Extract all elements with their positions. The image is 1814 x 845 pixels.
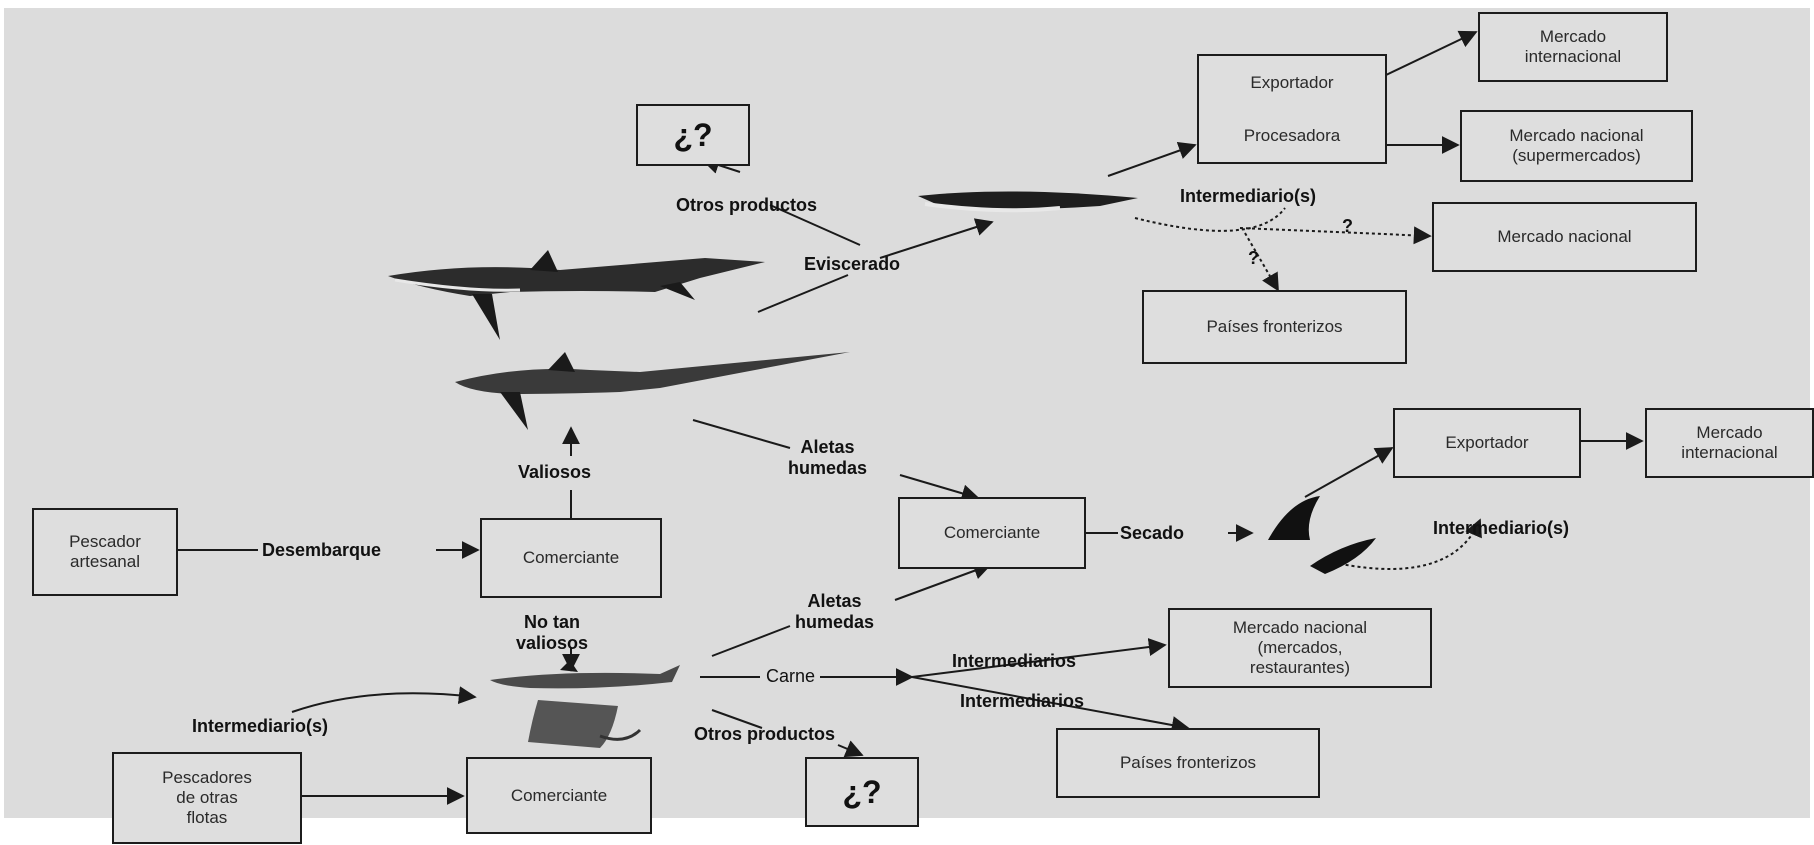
line-shark-to-aletas-top [692,419,791,449]
line-shark-to-eviscerado [757,274,849,313]
box-line: Pescador [69,532,141,551]
thresher-shark-full-icon [388,250,765,340]
label-desembarque: Desembarque [262,540,382,560]
arrow-otros-productos-to-q-bottom [837,740,864,758]
dried-shark-fin-2-icon [1310,538,1376,574]
box-line: restaurantes) [1249,658,1351,677]
paises-fronterizos-box-top: Países fronterizos [1142,290,1407,364]
unknown-products-box-top: ¿? [636,104,750,166]
label-eviscerado: Eviscerado [804,254,901,274]
box-line: Mercado nacional [1497,227,1632,246]
label-otros-productos-top: Otros productos [676,195,818,215]
label-otros-productos-bottom: Otros productos [694,724,836,744]
arrow-fins-to-exportador-mid [1304,447,1394,498]
arrow-eviscerado-to-carcass [879,218,994,259]
pescador-artesanal-box: Pescador artesanal [32,508,178,596]
mercado-nacional-restaurantes-box: Mercado nacional (mercados, restaurantes… [1168,608,1432,688]
box-line: flotas [186,808,228,827]
label-question-mark-2: ? [1248,248,1259,268]
arrow-to-otros-productos-top [769,204,861,246]
mercado-nacional-box: Mercado nacional [1432,202,1697,272]
label-valiosos: Valiosos [518,462,592,482]
unknown-products-box-bottom: ¿? [805,757,919,827]
exportador-label: Exportador [1250,72,1334,92]
label-intermediarios-mid: Intermediario(s) [1433,518,1570,538]
box-line: internacional [1524,47,1622,66]
label-intermediarios-left: Intermediario(s) [192,716,329,736]
label-intermediarios-b: Intermediarios [960,691,1085,711]
thresher-shark-long-tail-icon [455,352,850,430]
arrow-intermediarios-to-shark [291,686,477,713]
label-secado: Secado [1120,523,1185,543]
eviscerated-shark-carcass-icon [918,191,1138,213]
arrow-aletas-bottom-to-comerciante [894,562,992,601]
arrow-aletas-to-comerciante-mid [899,474,980,503]
box-line: Comerciante [943,523,1041,542]
box-line: Mercado [1539,27,1607,46]
label-line: humedas [788,458,868,478]
label-aletas-humedas-bottom: Aletas humedas [795,591,874,633]
exportador-mid-box: Exportador [1393,408,1581,478]
arrow-carcass-to-exportador [1107,141,1197,177]
question-mark: ¿? [842,774,882,810]
line-shark-to-otros-productos-bottom [711,709,763,729]
line-shark-to-aletas-bottom [711,625,791,657]
box-line: (mercados, [1257,638,1343,657]
label-intermediarios-top: Intermediario(s) [1180,186,1317,206]
label-line: humedas [795,612,875,632]
box-line: internacional [1681,443,1778,462]
question-mark: ¿? [673,117,713,153]
comerciante-mid-box: Comerciante [898,497,1086,569]
label-line: Aletas [807,591,862,611]
box-line: Países fronterizos [1206,317,1343,336]
dotted-arrow-to-mercado-nacional [1239,226,1432,245]
box-line: Mercado [1696,423,1763,442]
pescadores-otras-flotas-box: Pescadores de otras flotas [112,752,302,844]
box-line: (supermercados) [1512,146,1641,165]
arrow-split-to-mercado-nacional-rest [911,638,1167,678]
label-aletas-humedas-top: Aletas humedas [788,437,867,479]
dried-shark-fin-icon [1268,496,1320,540]
box-line: Exportador [1445,433,1529,452]
box-line: artesanal [70,552,140,571]
box-line: Mercado nacional [1509,126,1644,145]
dotted-intermediario-to-mercado-nacional [1134,207,1286,232]
mercado-internacional-box-top: Mercado internacional [1478,12,1668,82]
box-line: Comerciante [510,785,608,805]
label-intermediarios-a: Intermediarios [952,651,1077,671]
label-carne: Carne [766,666,816,686]
box-line: Pescadores [162,768,252,787]
dotted-fins-to-exportador [1321,518,1482,570]
comerciante-bottom-box: Comerciante [466,757,652,834]
comerciante-main-box: Comerciante [480,518,662,598]
dotted-arrow-to-paises-fronterizos-top [1244,232,1279,292]
procesadora-label: Procesadora [1243,125,1341,145]
box-line: Países fronterizos [1119,753,1257,772]
box-line: Comerciante [522,548,620,567]
mercado-internacional-box-mid: Mercado internacional [1645,408,1814,478]
box-line: Mercado nacional [1232,618,1368,637]
arrow-exportador-to-mercado-internacional [1385,30,1478,76]
label-line: No tan [524,612,581,632]
mercado-nacional-supermercados-box: Mercado nacional (supermercados) [1460,110,1693,182]
exportador-procesadora-box: Exportador Procesadora [1197,54,1387,164]
arrow-split-to-paises-fronterizos [911,676,1190,734]
label-line: valiosos [516,633,589,653]
paises-fronterizos-box-bottom: Países fronterizos [1056,728,1320,798]
small-shark-icon [490,660,680,689]
label-question-mark-1: ? [1342,216,1353,236]
label-no-tan-valiosos: No tan valiosos [516,612,588,654]
label-line: Aletas [800,437,855,457]
box-line: de otras [176,788,238,807]
stingray-icon [528,700,642,748]
